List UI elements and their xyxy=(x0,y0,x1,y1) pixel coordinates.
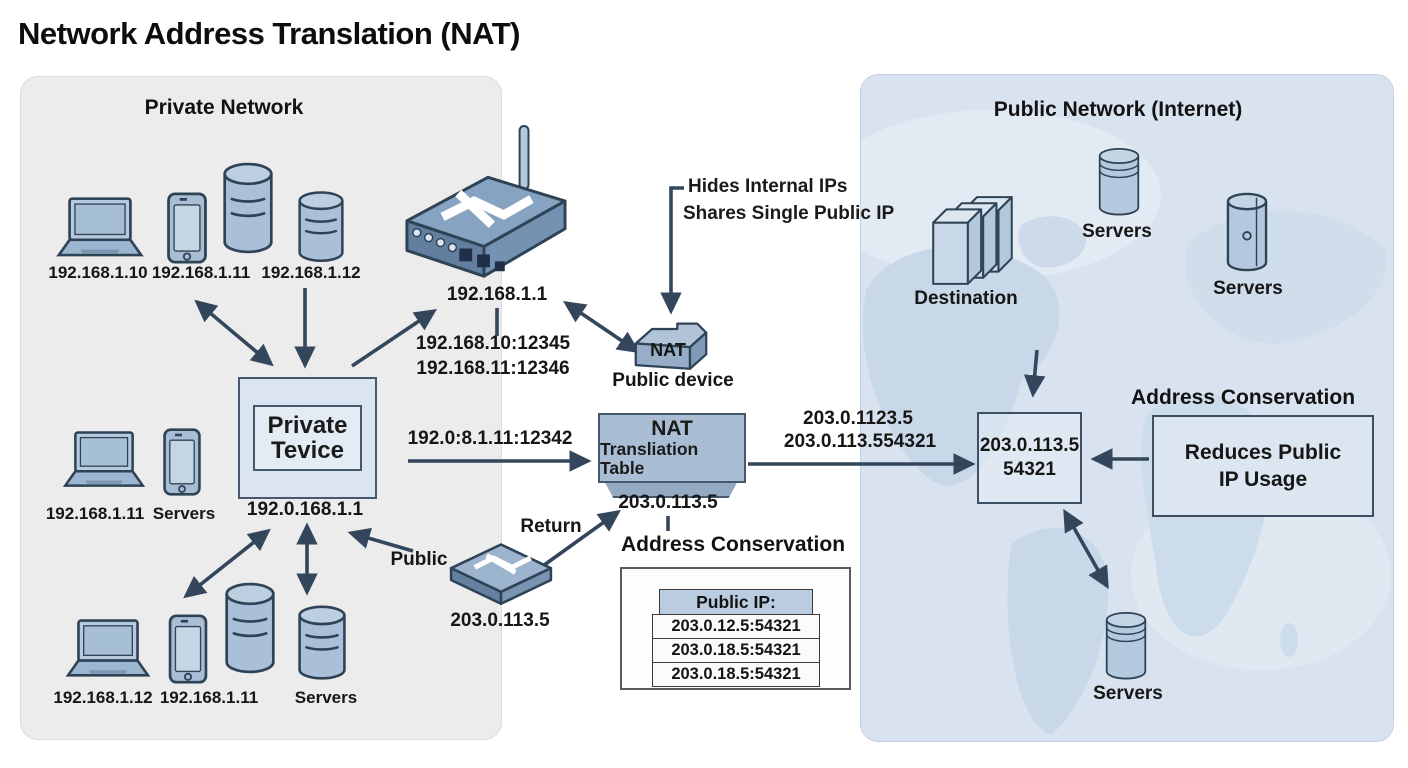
laptop-icon xyxy=(62,618,154,684)
translated-ip-port-label: 203.0.113.554321 xyxy=(783,431,937,452)
return-label: Return xyxy=(520,516,582,537)
port-mapping-label: 192.168.10:12345 xyxy=(415,333,571,354)
private-network-heading: Private Network xyxy=(144,96,304,119)
ip-label: 192.168.1.10 xyxy=(48,263,148,282)
switch-icon xyxy=(446,536,556,608)
public-ip-line: 203.0.113.5 xyxy=(979,435,1080,457)
public-ip-row: 203.0.12.5:54321 xyxy=(652,614,820,639)
server-tower-icon xyxy=(1224,192,1270,272)
nat-table-pedestal xyxy=(604,481,738,498)
public-ip-header: Public IP: xyxy=(659,589,813,615)
public-ip-port-box: 203.0.113.5 54321 xyxy=(977,412,1082,504)
servers-label: Servers xyxy=(1082,221,1152,242)
nat-table-ip-label: 203.0.113.5 xyxy=(618,492,718,513)
public-port-line: 54321 xyxy=(1003,459,1056,480)
ip-label: 192.168.1.12 xyxy=(261,263,361,282)
database-icon xyxy=(297,602,347,684)
ip-label: 192.168.1.11 xyxy=(151,263,251,282)
benefit-line1: Reduces Public xyxy=(1184,440,1342,464)
public-ip-row: 203.0.18.5:54321 xyxy=(652,662,820,687)
callout-hides-internal-ips: Hides Internal IPs xyxy=(688,176,848,197)
flow-label: 192.0:8.1.11:12342 xyxy=(407,428,573,449)
reduces-public-ip-usage-box: Reduces Public IP Usage xyxy=(1152,415,1374,517)
nat-device-label: NAT xyxy=(650,340,686,360)
private-device-ip-label: 192.0.168.1.1 xyxy=(246,499,364,520)
callout-shares-public-ip: Shares Single Public IP xyxy=(683,203,895,224)
address-conservation-heading-middle: Address Conservation xyxy=(620,533,846,556)
database-icon xyxy=(296,190,346,264)
router-ip-label: 192.168.1.1 xyxy=(446,284,548,305)
nat-table-title: NAT xyxy=(651,416,693,440)
servers-label: Servers xyxy=(152,504,216,523)
public-network-heading: Public Network (Internet) xyxy=(993,98,1243,121)
server-cylinder-icon xyxy=(1096,610,1156,680)
phone-icon xyxy=(164,192,210,264)
nat-translation-table-box: NAT Transliation Table xyxy=(598,413,746,483)
benefit-line2: IP Usage xyxy=(1218,468,1308,491)
ip-label: 192.168.1.11 xyxy=(159,688,259,707)
translated-ip-label: 203.0.1123.5 xyxy=(803,408,913,429)
public-ip-row: 203.0.18.5:54321 xyxy=(652,638,820,663)
laptop-icon xyxy=(60,430,148,494)
switch-ip-label: 203.0.113.5 xyxy=(450,610,550,631)
database-icon xyxy=(224,578,276,678)
arrow-router-to-nat-device xyxy=(563,300,640,354)
address-conservation-heading-right: Address Conservation xyxy=(1130,386,1356,409)
nat-device-caption: Public device xyxy=(612,370,734,391)
destination-servers-icon xyxy=(928,190,1020,292)
ip-label: 192.168.1.11 xyxy=(45,504,145,523)
private-device-label: Private Tevice xyxy=(253,404,362,472)
servers-label: Servers xyxy=(294,688,358,707)
public-label: Public xyxy=(390,549,448,570)
servers-label: Servers xyxy=(1093,683,1163,704)
nat-table-subtitle: Transliation Table xyxy=(600,438,699,479)
ip-label: 192.168.1.12 xyxy=(53,688,153,707)
address-conservation-table: Public IP: 203.0.12.5:54321 203.0.18.5:5… xyxy=(620,567,851,690)
port-mapping-label: 192.168.11:12346 xyxy=(416,358,570,379)
database-icon xyxy=(222,156,274,260)
servers-label: Servers xyxy=(1213,278,1283,299)
server-cylinder-icon xyxy=(1088,146,1150,216)
laptop-icon xyxy=(52,196,148,264)
destination-label: Destination xyxy=(914,288,1018,309)
nat-device-icon xyxy=(630,320,712,376)
page-title: Network Address Translation (NAT) xyxy=(18,16,520,51)
private-device-box: Private Tevice xyxy=(238,377,377,499)
router-icon xyxy=(398,122,573,290)
phone-icon xyxy=(160,428,204,496)
phone-icon xyxy=(165,614,211,684)
